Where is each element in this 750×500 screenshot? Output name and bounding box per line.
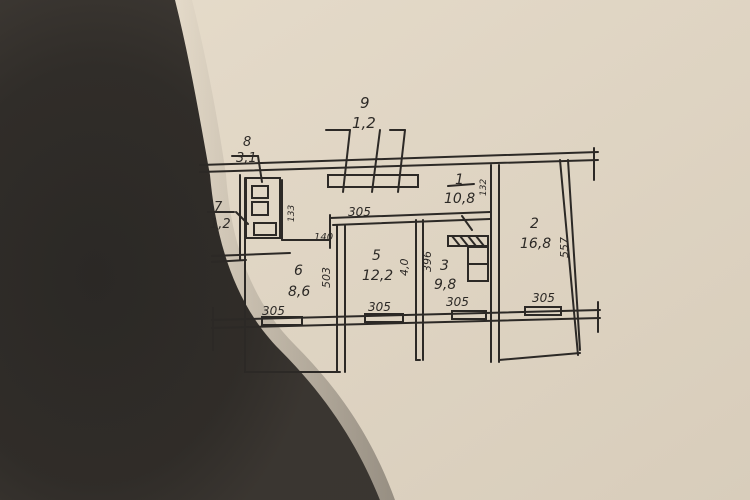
dimension-133: 133 — [287, 205, 297, 222]
room5-area: 12,2 — [362, 268, 393, 284]
window-2 — [364, 313, 404, 323]
room1-area: 10,8 — [444, 191, 475, 207]
dimension-557: 557 — [558, 237, 571, 258]
room6-number: 6 — [294, 263, 303, 279]
window-4 — [524, 306, 562, 316]
dimension-window-4: 305 — [532, 291, 555, 305]
dimension-window-2: 305 — [368, 300, 391, 314]
bathroom-block — [245, 177, 281, 239]
room8-area: 3,1 — [236, 151, 257, 166]
wall-bottom — [211, 309, 601, 329]
dimension-40: 4,0 — [398, 259, 411, 277]
room1-number: 1 — [455, 172, 464, 188]
dimension-labels: 305 305 305 305 305 140 503 4,0 396 557 … — [262, 179, 571, 318]
dimension-140: 140 — [314, 232, 333, 243]
room9-number: 9 — [360, 94, 370, 112]
room8-number: 8 — [243, 135, 251, 150]
room6-area: 8,6 — [288, 284, 310, 300]
room5-number: 5 — [372, 248, 381, 264]
dimension-503: 503 — [320, 267, 333, 288]
room2-number: 2 — [530, 216, 539, 232]
wall-top — [199, 151, 599, 173]
room7-number: 7 — [214, 200, 223, 215]
room3-number: 3 — [440, 258, 449, 274]
floor-plan — [199, 129, 601, 373]
dimension-corridor: 305 — [348, 205, 371, 219]
dimension-132: 132 — [479, 179, 489, 196]
dimension-window-1: 305 — [262, 304, 285, 318]
dimension-window-3: 305 — [446, 295, 469, 309]
wall-right — [559, 159, 579, 356]
window-1 — [261, 316, 303, 326]
room9-area: 1,2 — [352, 114, 376, 132]
shadow-region — [0, 0, 380, 500]
room3-area: 9,8 — [434, 277, 456, 293]
room-labels: 9 1,2 8 3,1 7 1,2 6 8,6 5 12,2 3 9,8 1 1… — [210, 94, 551, 300]
shadow-penumbra — [175, 0, 395, 500]
room2-area: 16,8 — [520, 236, 551, 252]
dimension-396: 396 — [421, 251, 434, 272]
room7-area: 1,2 — [210, 217, 231, 232]
window-3 — [451, 310, 487, 320]
